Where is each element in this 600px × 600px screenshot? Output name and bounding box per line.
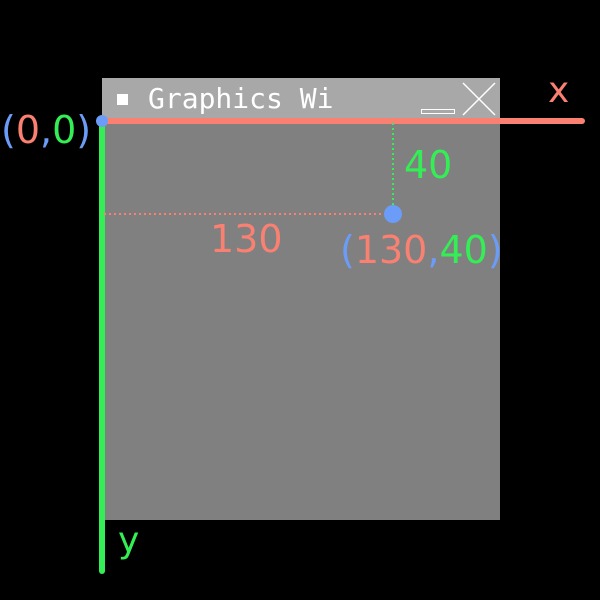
origin-label-y: 0 — [52, 108, 76, 152]
origin-label-comma: , — [40, 108, 52, 152]
point-coordinate-label: (130,40) — [340, 228, 503, 272]
point-label-comma: , — [427, 228, 439, 272]
point-label-close: ) — [488, 228, 503, 272]
origin-label: (0,0) — [1, 108, 91, 152]
x-distance-label: 130 — [210, 217, 283, 261]
close-icon[interactable] — [460, 80, 498, 118]
minimize-icon[interactable] — [421, 109, 455, 114]
origin-label-open: ( — [1, 108, 16, 152]
point-label-open: ( — [340, 228, 355, 272]
origin-label-close: ) — [76, 108, 91, 152]
origin-label-x: 0 — [16, 108, 40, 152]
target-point — [384, 205, 402, 223]
y-axis-label: y — [118, 520, 139, 561]
window-menu-icon[interactable] — [117, 94, 128, 105]
origin-point — [96, 115, 108, 127]
window-titlebar[interactable]: Graphics Wi — [102, 78, 500, 120]
point-label-x: 130 — [355, 228, 428, 272]
point-label-y: 40 — [439, 228, 487, 272]
x-axis-label: x — [548, 70, 569, 111]
window-title: Graphics Wi — [148, 82, 334, 115]
window-canvas[interactable] — [102, 120, 500, 520]
y-distance-label: 40 — [404, 143, 452, 187]
